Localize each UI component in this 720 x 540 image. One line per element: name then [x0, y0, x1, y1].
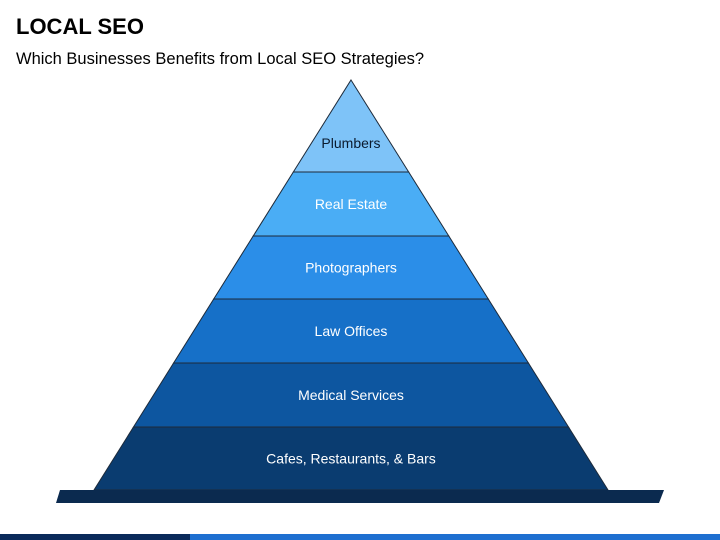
pyramid-tier-label: Real Estate: [315, 196, 388, 212]
pyramid-tier-label: Plumbers: [321, 135, 380, 151]
pyramid-tier-label: Photographers: [305, 260, 397, 276]
page-subtitle: Which Businesses Benefits from Local SEO…: [16, 50, 425, 68]
pyramid-tier-1: [292, 79, 410, 173]
pyramid-base: [56, 490, 664, 503]
page-title: LOCAL SEO: [16, 14, 144, 39]
pyramid-tier-label: Law Offices: [315, 323, 388, 339]
footer-bar-light: [190, 534, 720, 540]
pyramid-tier-label: Medical Services: [298, 387, 404, 403]
footer-bar-dark: [0, 534, 190, 540]
pyramid-tier-label: Cafes, Restaurants, & Bars: [266, 451, 436, 467]
footer-bar: [0, 534, 720, 540]
